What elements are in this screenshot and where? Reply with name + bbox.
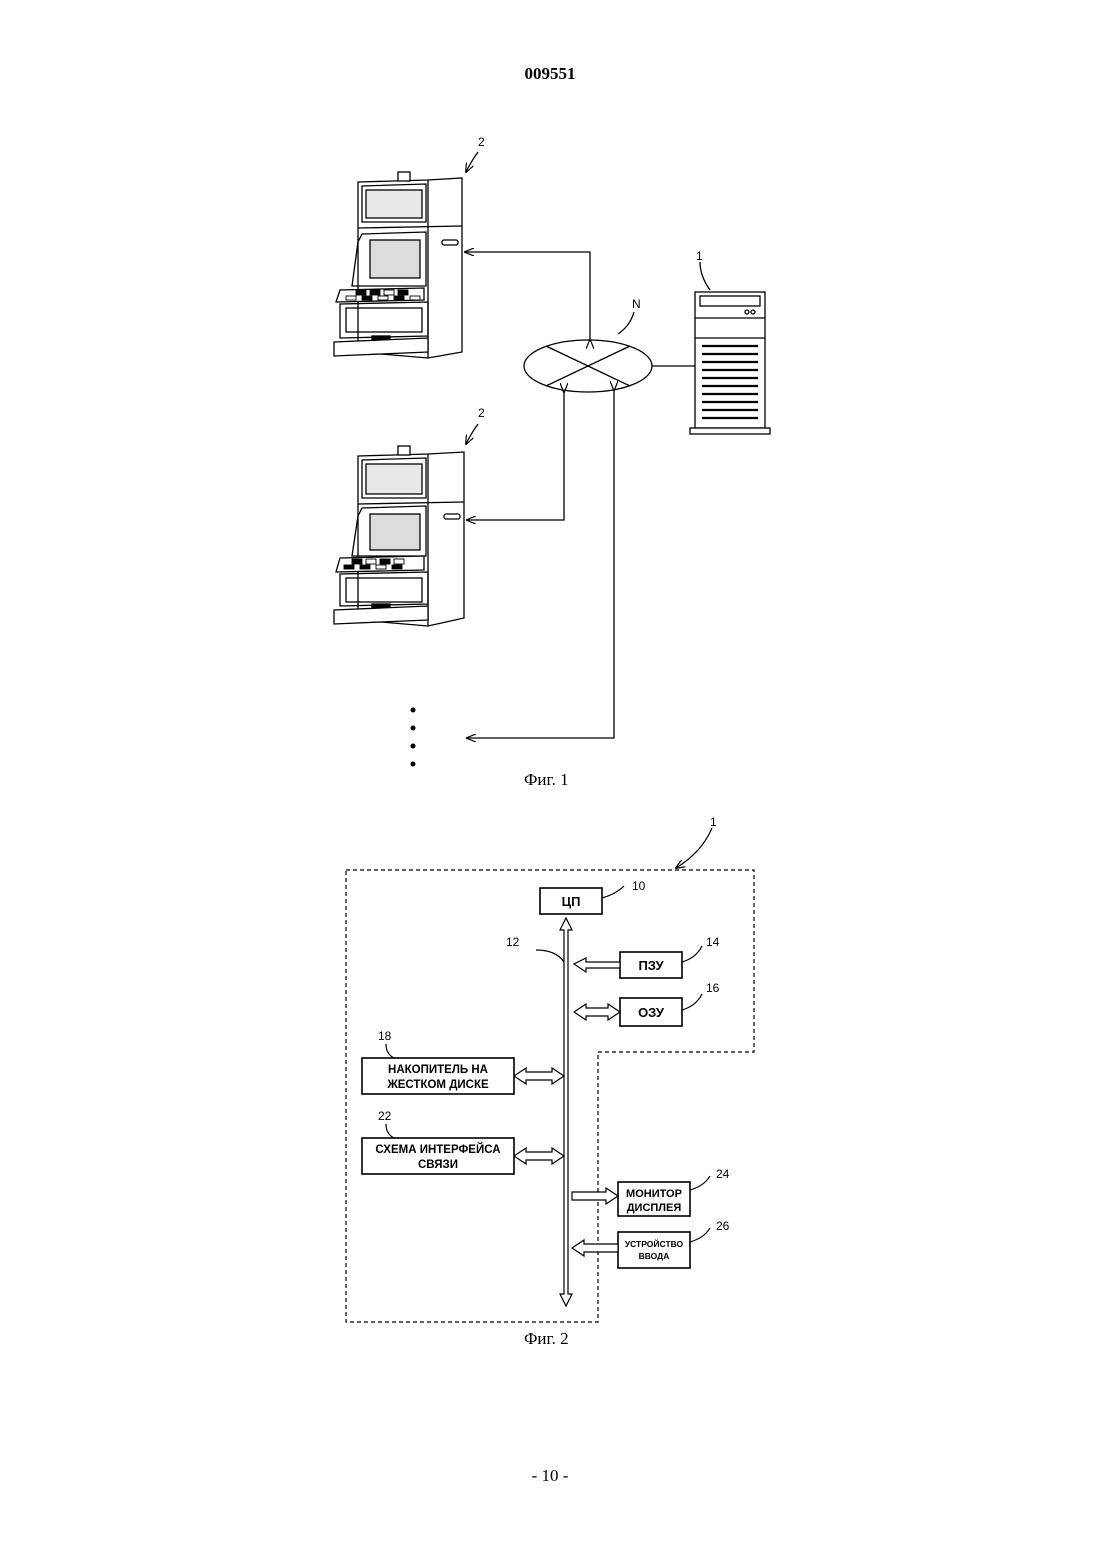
figure-2-caption: Фиг. 2 [524,1329,569,1349]
more-machines-dots [411,708,416,767]
comm-label-line2: СВЯЗИ [418,1159,458,1171]
gaming-machine-top [334,172,462,358]
label-machine-top: 2 [478,135,485,149]
label-comm-ref: 22 [378,1109,392,1123]
label-machine-bottom: 2 [478,406,485,420]
network-connections [465,252,695,738]
ram-label: ОЗУ [638,1005,665,1020]
label-network: N [632,297,641,311]
hdd-label-line2: ЖЕСТКОМ ДИСКЕ [386,1079,489,1091]
monitor-label-line2: ДИСПЛЕЯ [627,1202,682,1214]
system-bus [560,918,572,1306]
network-node [524,340,652,392]
rom-label: ПЗУ [638,958,664,973]
label-ram-ref: 16 [706,981,720,995]
label-server: 1 [696,249,703,263]
hdd-label-line1: НАКОПИТЕЛЬ НА [388,1064,488,1076]
input-label-line2: ВВОДА [639,1251,670,1261]
label-hdd-ref: 18 [378,1029,392,1043]
figure-1-caption: Фиг. 1 [524,770,569,790]
comm-label-line1: СХЕМА ИНТЕРФЕЙСА [375,1143,500,1156]
server [690,292,770,434]
page-number: - 10 - [0,1466,1100,1486]
label-rom-ref: 14 [706,935,720,949]
input-label-line1: УСТРОЙСТВО [625,1238,684,1249]
input-device-block [618,1232,690,1268]
monitor-label-line1: МОНИТОР [626,1188,682,1200]
label-monitor-ref: 24 [716,1167,730,1181]
cpu-label: ЦП [562,894,581,909]
label-input-ref: 26 [716,1219,730,1233]
figure-1 [334,152,770,767]
label-enclosure: 1 [710,815,717,829]
enclosure-boundary [346,870,754,1322]
gaming-machine-bottom [334,446,464,626]
label-cpu-ref: 10 [632,879,646,893]
label-bus-ref: 12 [506,935,520,949]
